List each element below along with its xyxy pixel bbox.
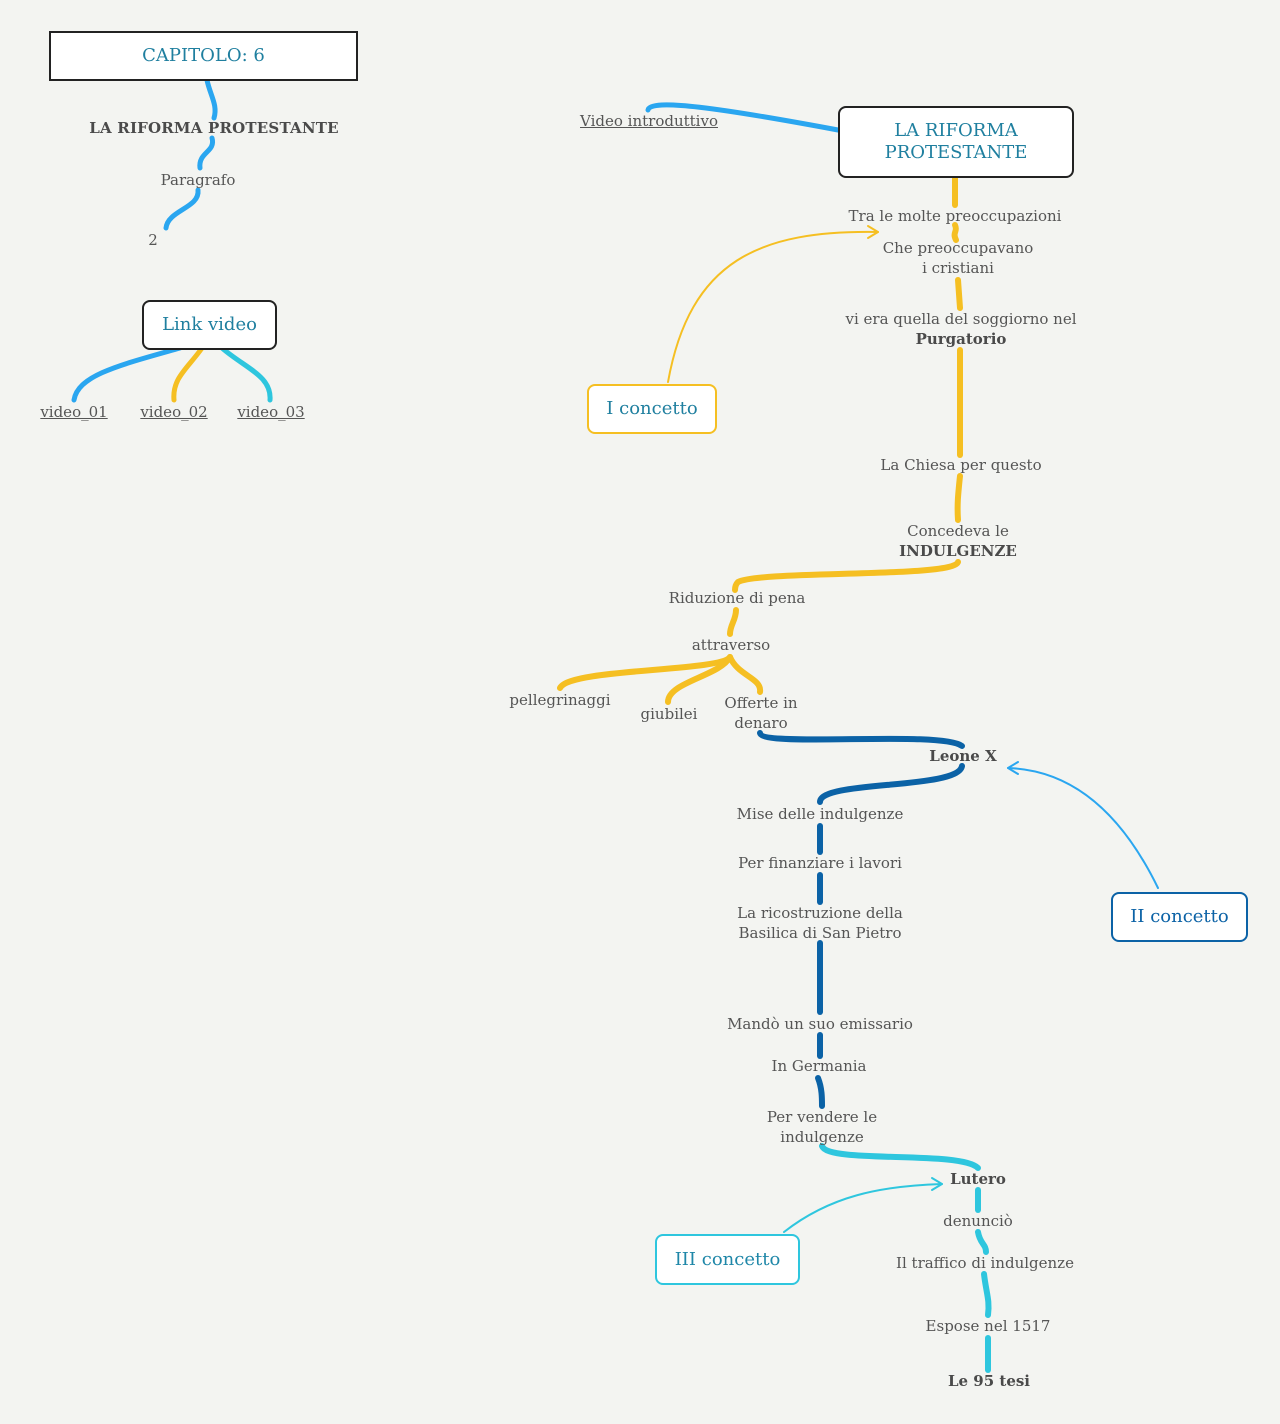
link-n15-lutero [819,1143,981,1171]
concept1-box[interactable]: I concetto [587,384,717,434]
concept3-label: III concetto [674,1248,781,1270]
link-leone-n10 [817,763,965,805]
node-n5: Concedeva le INDULGENZE [899,521,1017,561]
link-n7-offerte [727,654,763,695]
left-title: LA RIFORMA PROTESTANTE [89,118,338,138]
node-n14: In Germania [771,1057,867,1075]
link-offerte-leone [757,730,965,749]
node-offerte-line2: denaro [734,714,788,732]
node-offerte: Offerte in denaro [724,693,797,733]
node-offerte-line1: Offerte in [724,694,798,712]
node-n20-text: Le 95 tesi [947,1372,1031,1390]
node-n15-line2: indulgenze [780,1128,864,1146]
link-paragrafo-number [163,187,201,231]
left-title-text: LA RIFORMA PROTESTANTE [89,119,339,137]
node-n15-line1: Per vendere le [766,1108,878,1126]
node-n20: Le 95 tesi [948,1371,1030,1391]
node-n5-line2: INDULGENZE [899,542,1017,560]
arrow-concept3 [783,1183,943,1233]
node-n3-line2: Purgatorio [915,330,1007,348]
node-n1: Tra le molte preoccupazioni [848,207,1062,225]
link-video-box[interactable]: Link video [142,300,277,350]
node-n18: Il traffico di indulgenze [896,1254,1074,1272]
video-01-link[interactable]: video_01 [40,403,108,421]
chapter-label: CAPITOLO: 6 [142,45,265,66]
arrow-concept2 [1007,767,1159,889]
link-n14-n15 [815,1075,825,1109]
paragraph-label: Paragrafo [160,171,236,189]
node-n10: Mise delle indulgenze [736,805,904,823]
node-n2-line1: Che preoccupavano [882,239,1034,257]
root-box[interactable]: LA RIFORMA PROTESTANTE [838,106,1074,178]
node-n6: Riduzione di pena [668,589,806,607]
node-n17: denunciò [943,1212,1013,1230]
node-n2-line2: i cristiani [922,259,994,277]
node-n4: La Chiesa per questo [880,456,1042,474]
link-n6-n7 [727,607,739,637]
node-n3-line1: vi era quella del soggiorno nel [845,310,1077,328]
node-leone: Leone X [929,746,996,766]
link-video-label: Link video [162,314,257,335]
paragraph-number: 2 [148,231,158,249]
link-intro-root [645,102,841,133]
concept3-box[interactable]: III concetto [655,1234,800,1285]
video-03-link[interactable]: video_03 [237,403,305,421]
node-n5-line1: Concedeva le [907,522,1009,540]
arrow-concept1 [667,230,879,383]
concept1-label: I concetto [606,398,698,419]
link-n18-n19 [981,1271,992,1318]
link-n17-n18 [975,1229,989,1255]
node-n19: Espose nel 1517 [925,1317,1051,1335]
link-video-02 [171,345,205,403]
link-video-03 [219,345,273,403]
link-n2-n3 [955,277,963,311]
link-title-paragrafo [197,135,216,171]
link-chapter-title [204,77,218,121]
node-leone-text: Leone X [929,747,997,765]
root-label: LA RIFORMA PROTESTANTE [884,120,1028,163]
node-n12-line1: La ricostruzione della [737,904,903,922]
node-pellegrinaggi: pellegrinaggi [509,691,611,709]
concept2-label: II concetto [1130,906,1229,927]
intro-video-link[interactable]: Video introduttivo [580,112,718,130]
link-n7-giubilei [665,654,733,705]
node-n12-line2: Basilica di San Pietro [738,924,902,942]
node-giubilei: giubilei [640,705,698,723]
link-video-01 [71,345,183,403]
node-n15: Per vendere le indulgenze [767,1107,877,1147]
link-n7-pellegrinaggi [557,654,733,691]
link-n4-n5 [954,473,963,523]
link-n1-n2 [951,222,959,243]
node-n12: La ricostruzione della Basilica di San P… [737,903,903,943]
concept2-box[interactable]: II concetto [1111,892,1248,942]
node-n3: vi era quella del soggiorno nel Purgator… [845,309,1076,349]
chapter-box[interactable]: CAPITOLO: 6 [49,31,358,81]
node-lutero-text: Lutero [950,1170,1006,1188]
video-02-link[interactable]: video_02 [140,403,208,421]
node-n11: Per finanziare i lavori [738,854,902,872]
node-lutero: Lutero [950,1169,1006,1189]
node-n2: Che preoccupavano i cristiani [883,238,1034,278]
node-n13: Mandò un suo emissario [727,1015,913,1033]
link-n5-n6 [732,559,961,593]
node-n7: attraverso [691,636,771,654]
